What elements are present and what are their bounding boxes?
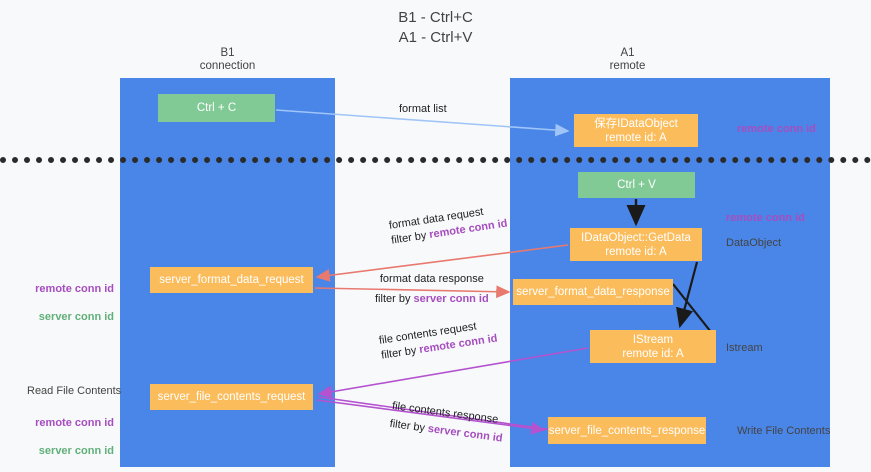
node-istream[interactable]: IStream remote id: A (590, 330, 716, 363)
edge-label-format-data-response-line2: filter by server conn id (375, 292, 489, 307)
node-server-file-contents-response[interactable]: server_file_contents_response (548, 417, 706, 444)
side-label-left-conn-ids-bottom: remote conn id server conn id (18, 402, 114, 472)
side-label-write-file-contents: Write File Contents (737, 425, 831, 437)
edge-label-format-data-response: format data response filter by server co… (375, 272, 489, 307)
side-label-remote-conn-id-top: remote conn id (737, 123, 816, 135)
edge-label-format-data-response-line1: format data response (379, 273, 484, 285)
swimlane-b1-header: B1 connection (199, 47, 256, 72)
edge-label-file-contents-response: file contents response filter by server … (389, 399, 506, 447)
side-label-server-conn-id: server conn id (38, 311, 114, 323)
node-server-file-contents-request[interactable]: server_file_contents_request (150, 384, 313, 410)
side-label-dataobject: DataObject (726, 237, 782, 249)
filter-prefix: filter by (375, 293, 414, 305)
edge-label-file-contents-request: file contents request filter by remote c… (378, 317, 499, 364)
filter-key-server-conn-id: server conn id (413, 293, 489, 305)
node-ctrl-v[interactable]: Ctrl + V (578, 172, 695, 198)
phase-divider (0, 157, 871, 163)
side-label-istream: Istream (726, 342, 763, 354)
side-label-left-conn-ids-top: remote conn id server conn id (18, 268, 114, 338)
side-label-remote-conn-id-mid: remote conn id (726, 212, 805, 224)
edge-label-format-list-text: format list (399, 103, 447, 115)
edge-label-format-list: format list (399, 102, 447, 117)
side-label-remote-conn-id: remote conn id (35, 417, 114, 429)
diagram-title: B1 - Ctrl+C A1 - Ctrl+V (398, 9, 473, 46)
node-idataobject-getdata[interactable]: IDataObject::GetData remote id: A (570, 228, 702, 261)
side-label-remote-conn-id: remote conn id (35, 283, 114, 295)
edge-label-format-data-request: format data request filter by remote con… (388, 202, 509, 249)
swimlane-a1-header: A1 remote (609, 47, 646, 72)
node-server-format-data-response[interactable]: server_format_data_response (513, 279, 673, 305)
side-label-server-conn-id: server conn id (38, 445, 114, 457)
filter-prefix: filter by (388, 417, 429, 435)
node-server-format-data-request[interactable]: server_format_data_request (150, 267, 313, 293)
side-label-read-file-contents: Read File Contents (27, 385, 122, 397)
node-save-idataobject[interactable]: 保存IDataObject remote id: A (574, 114, 698, 147)
node-ctrl-c[interactable]: Ctrl + C (158, 94, 275, 122)
